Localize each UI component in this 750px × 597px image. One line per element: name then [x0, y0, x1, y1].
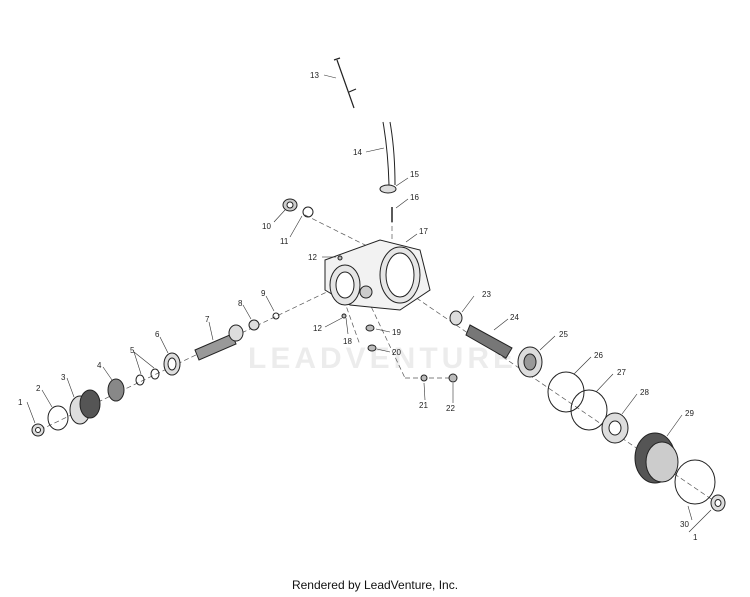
callout-26: 26: [594, 351, 603, 360]
callout-6: 6: [155, 330, 160, 339]
callout-19: 19: [392, 328, 401, 337]
callout-3: 3: [61, 373, 66, 382]
callout-12-bottom: 12: [313, 324, 322, 333]
callout-8: 8: [238, 299, 243, 308]
callout-14: 14: [353, 148, 362, 157]
callout-7: 7: [205, 315, 210, 324]
callout-28: 28: [640, 388, 649, 397]
callout-24: 24: [510, 313, 519, 322]
leader-lines: [26, 74, 712, 533]
small-hardware: [337, 255, 458, 383]
callout-17: 17: [419, 227, 428, 236]
seal-parts-10-11: [282, 198, 314, 218]
callout-2: 2: [36, 384, 41, 393]
render-credit: Rendered by LeadVenture, Inc.: [291, 578, 459, 592]
callout-25: 25: [559, 330, 568, 339]
callout-22: 22: [446, 404, 455, 413]
callout-11: 11: [280, 237, 289, 246]
callout-30: 30: [680, 520, 689, 529]
callout-27: 27: [617, 368, 626, 377]
callout-1-right: 1: [693, 533, 698, 542]
callout-labels: 1 2 3 4 5 6 7 8 9 10 11 12 12 13 14 15 1…: [18, 71, 698, 542]
vent-hose-part: [379, 121, 397, 194]
callout-10: 10: [262, 222, 271, 231]
callout-29: 29: [685, 409, 694, 418]
dipstick-part: [333, 57, 357, 109]
callout-12-top: 12: [308, 253, 317, 262]
right-shaft-assembly: [449, 310, 726, 512]
callout-20: 20: [392, 348, 401, 357]
left-shaft-assembly: [31, 312, 280, 437]
gearcase-housing: [324, 239, 431, 311]
callout-18: 18: [343, 337, 352, 346]
callout-13: 13: [310, 71, 319, 80]
callout-4: 4: [97, 361, 102, 370]
callout-9: 9: [261, 289, 266, 298]
callout-15: 15: [410, 170, 419, 179]
callout-21: 21: [419, 401, 428, 410]
callout-23: 23: [482, 290, 491, 299]
callout-5: 5: [130, 346, 135, 355]
callout-16: 16: [410, 193, 419, 202]
callout-1: 1: [18, 398, 23, 407]
watermark-text: LEADVENTURE: [248, 342, 517, 375]
